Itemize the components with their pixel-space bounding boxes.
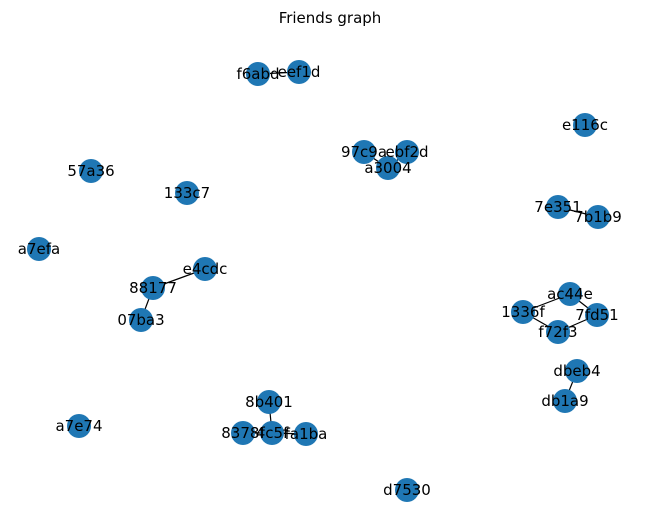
node-label-e116c: e116c bbox=[562, 116, 608, 134]
node-label-f6abd: f6abd bbox=[236, 65, 279, 83]
node-7b1b9 bbox=[586, 205, 610, 229]
node-dbeb4 bbox=[565, 359, 589, 383]
node-fa1ba bbox=[294, 422, 318, 446]
node-57a36 bbox=[79, 159, 103, 183]
node-ebf2d bbox=[395, 140, 419, 164]
node-label-eef1d: eef1d bbox=[278, 63, 321, 81]
node-e116c bbox=[573, 113, 597, 137]
graph-title: Friends graph bbox=[279, 9, 382, 27]
edges-layer bbox=[140, 71, 599, 435]
node-label-7e351: 7e351 bbox=[534, 198, 581, 216]
node-label-a7efa: a7efa bbox=[18, 240, 60, 258]
node-a7efa bbox=[27, 237, 51, 261]
node-f72f3 bbox=[546, 320, 570, 344]
node-label-d7530: d7530 bbox=[383, 481, 431, 499]
node-db1a9 bbox=[553, 389, 577, 413]
node-7fd51 bbox=[585, 303, 609, 327]
node-label-57a36: 57a36 bbox=[67, 162, 114, 180]
node-4c5f bbox=[260, 421, 284, 445]
node-97c9a bbox=[352, 140, 376, 164]
node-label-dbeb4: dbeb4 bbox=[553, 362, 600, 380]
node-1336f bbox=[511, 300, 535, 324]
node-88177 bbox=[141, 276, 165, 300]
node-label-8378f: 8378f bbox=[221, 424, 265, 442]
node-a3004 bbox=[376, 156, 400, 180]
node-e4cdc bbox=[193, 257, 217, 281]
node-f6abd bbox=[246, 62, 270, 86]
node-label-db1a9: db1a9 bbox=[541, 392, 588, 410]
node-8b401 bbox=[257, 390, 281, 414]
node-label-ac44e: ac44e bbox=[547, 285, 593, 303]
node-07ba3 bbox=[129, 308, 153, 332]
node-label-fa1ba: fa1ba bbox=[285, 425, 328, 443]
node-label-8b401: 8b401 bbox=[245, 393, 293, 411]
nodes-layer bbox=[27, 60, 610, 502]
node-label-97c9a: 97c9a bbox=[341, 143, 387, 161]
node-label-07ba3: 07ba3 bbox=[117, 311, 164, 329]
node-label-a3004: a3004 bbox=[364, 159, 411, 177]
node-label-88177: 88177 bbox=[129, 279, 177, 297]
node-label-a7e74: a7e74 bbox=[55, 417, 102, 435]
node-d7530 bbox=[395, 478, 419, 502]
node-label-7b1b9: 7b1b9 bbox=[574, 208, 622, 226]
node-label-e4cdc: e4cdc bbox=[183, 260, 228, 278]
node-eef1d bbox=[287, 60, 311, 84]
node-ac44e bbox=[558, 282, 582, 306]
node-133c7 bbox=[175, 181, 199, 205]
node-label-133c7: 133c7 bbox=[164, 184, 210, 202]
node-8378f bbox=[231, 421, 255, 445]
node-7e351 bbox=[546, 195, 570, 219]
node-label-f72f3: f72f3 bbox=[538, 323, 577, 341]
node-label-4c5f: 4c5f bbox=[256, 424, 289, 442]
node-label-1336f: 1336f bbox=[501, 303, 545, 321]
node-label-7fd51: 7fd51 bbox=[575, 306, 618, 324]
node-a7e74 bbox=[67, 414, 91, 438]
node-label-ebf2d: ebf2d bbox=[385, 143, 428, 161]
